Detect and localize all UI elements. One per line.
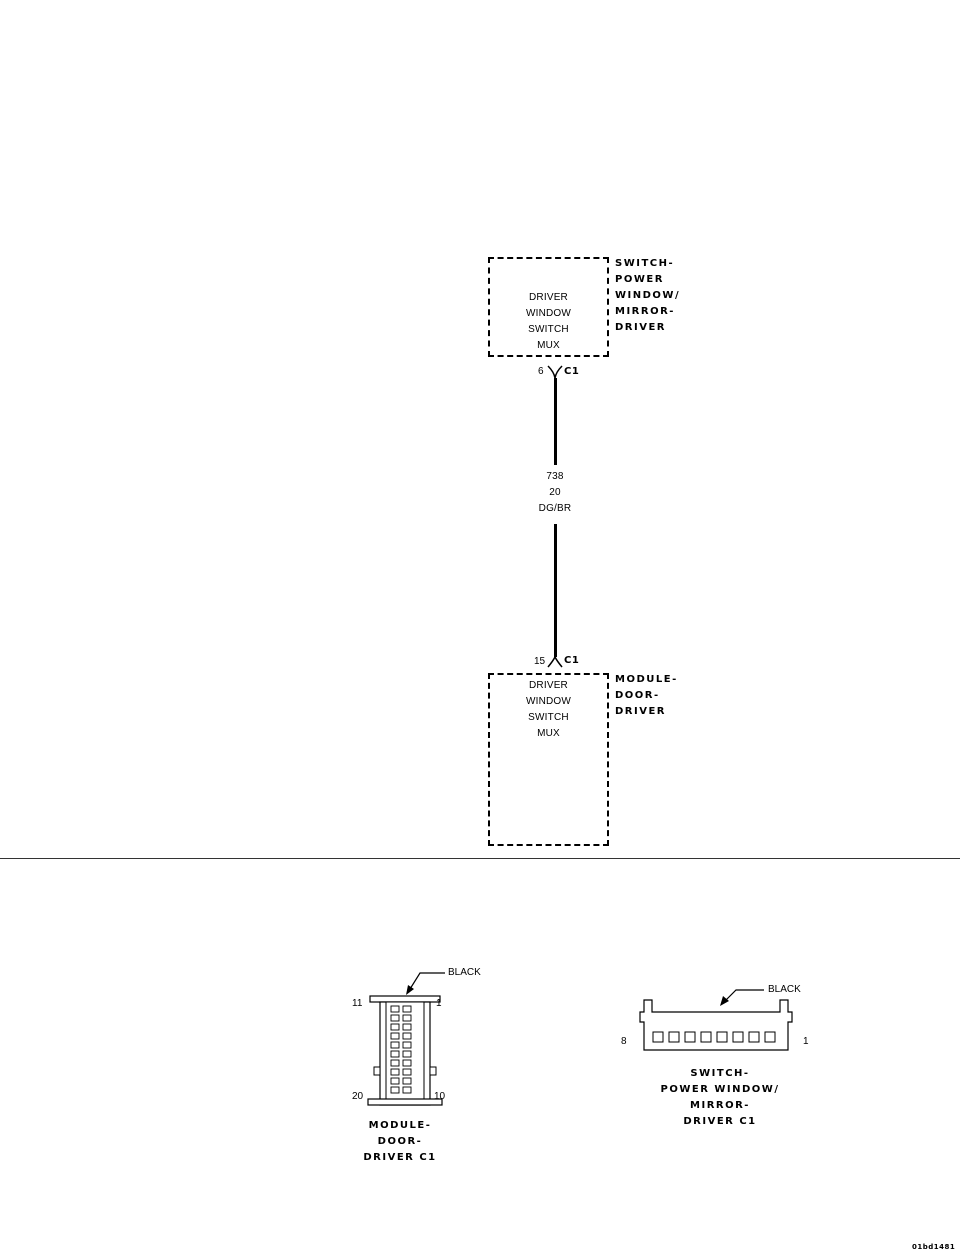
switch-inner-text: DRIVER WINDOW SWITCH MUX: [488, 290, 609, 354]
top-connector-symbol: [547, 365, 563, 379]
module-cavity: [402, 1014, 412, 1022]
module-pin-top-left: 11: [352, 998, 363, 1009]
switch-label-line-3: WINDOW/: [615, 290, 681, 301]
module-cavity: [390, 1032, 400, 1040]
switch-pin-right: 1: [803, 1036, 809, 1047]
module-cavity: [402, 1077, 412, 1085]
module-cavity: [390, 1068, 400, 1076]
module-label-line-1: MODULE-: [615, 674, 678, 685]
switch-color-label: BLACK: [768, 984, 801, 995]
wire-circuit: 738: [546, 471, 564, 482]
module-inner-line-2: WINDOW: [525, 696, 572, 707]
module-cavity: [402, 1023, 412, 1031]
module-cavity: [390, 1005, 400, 1013]
module-label-line-2: DOOR-: [615, 690, 660, 701]
module-inner-line-3: SWITCH: [528, 712, 569, 723]
module-cavity: [402, 1041, 412, 1049]
switch-inner-line-4: MUX: [537, 340, 560, 351]
module-caption-line-1: MODULE-: [368, 1120, 432, 1131]
module-cavity: [390, 1077, 400, 1085]
switch-connector-caption: SWITCH- POWER WINDOW/ MIRROR- DRIVER C1: [640, 1066, 800, 1130]
wire-lower-segment: [554, 524, 557, 657]
module-pin-bottom-right: 10: [434, 1091, 446, 1102]
switch-caption-line-2: POWER WINDOW/: [660, 1084, 780, 1095]
module-cavity: [390, 1050, 400, 1058]
module-inner-line-1: DRIVER: [529, 680, 568, 691]
wire-color: DG/BR: [538, 503, 572, 514]
module-cavity: [402, 1032, 412, 1040]
switch-label-line-1: SWITCH-: [615, 258, 675, 269]
module-cavity: [402, 1068, 412, 1076]
switch-cavity: [716, 1031, 728, 1043]
module-inner-text: DRIVER WINDOW SWITCH MUX: [488, 678, 609, 742]
module-inner-line-4: MUX: [537, 728, 560, 739]
module-cavity: [390, 1041, 400, 1049]
switch-connector-drawing: [639, 989, 793, 1051]
switch-cavity: [732, 1031, 744, 1043]
section-divider: [0, 858, 960, 859]
switch-component-label: SWITCH- POWER WINDOW/ MIRROR- DRIVER: [615, 256, 680, 336]
module-cavity: [402, 1086, 412, 1094]
switch-cavity: [684, 1031, 696, 1043]
module-label-line-3: DRIVER: [615, 706, 666, 717]
switch-caption-line-1: SWITCH-: [690, 1068, 750, 1079]
wire-gauge: 20: [549, 487, 561, 498]
top-pin-number: 6: [538, 366, 544, 377]
switch-inner-line-1: DRIVER: [529, 292, 568, 303]
top-connector-id: C1: [564, 366, 580, 377]
module-door-driver-box: [488, 673, 609, 846]
switch-label-line-5: DRIVER: [615, 322, 666, 333]
module-cavity: [402, 1005, 412, 1013]
wire-label: 738 20 DG/BR: [505, 469, 605, 517]
module-cavity: [390, 1014, 400, 1022]
bottom-connector-symbol: [547, 656, 563, 668]
switch-cavity: [700, 1031, 712, 1043]
switch-cavity: [668, 1031, 680, 1043]
module-cavity: [390, 1059, 400, 1067]
bottom-connector-id: C1: [564, 655, 580, 666]
switch-cavity: [764, 1031, 776, 1043]
module-color-label: BLACK: [448, 967, 481, 978]
module-cavity: [402, 1059, 412, 1067]
switch-pin-left: 8: [621, 1036, 627, 1047]
module-pin-top-right: 1: [436, 998, 442, 1009]
switch-caption-line-3: MIRROR-: [690, 1100, 750, 1111]
module-connector-caption: MODULE- DOOR- DRIVER C1: [340, 1118, 460, 1166]
module-caption-line-3: DRIVER C1: [363, 1152, 437, 1163]
switch-inner-line-3: SWITCH: [528, 324, 569, 335]
bottom-pin-number: 15: [534, 656, 546, 667]
switch-power-window-box: [488, 257, 609, 357]
switch-label-line-4: MIRROR-: [615, 306, 675, 317]
module-pin-bottom-left: 20: [352, 1091, 364, 1102]
switch-label-line-2: POWER: [615, 274, 664, 285]
module-cavity: [390, 1023, 400, 1031]
switch-caption-line-4: DRIVER C1: [683, 1116, 757, 1127]
module-connector-drawing: [367, 972, 445, 1106]
module-cavity: [402, 1050, 412, 1058]
module-caption-line-2: DOOR-: [377, 1136, 423, 1147]
module-component-label: MODULE- DOOR- DRIVER: [615, 672, 678, 720]
switch-cavity: [748, 1031, 760, 1043]
switch-inner-line-2: WINDOW: [525, 308, 572, 319]
wire-upper-segment: [554, 378, 557, 465]
switch-cavity: [652, 1031, 664, 1043]
module-cavity: [390, 1086, 400, 1094]
figure-id: 01bd1481: [912, 1243, 956, 1251]
